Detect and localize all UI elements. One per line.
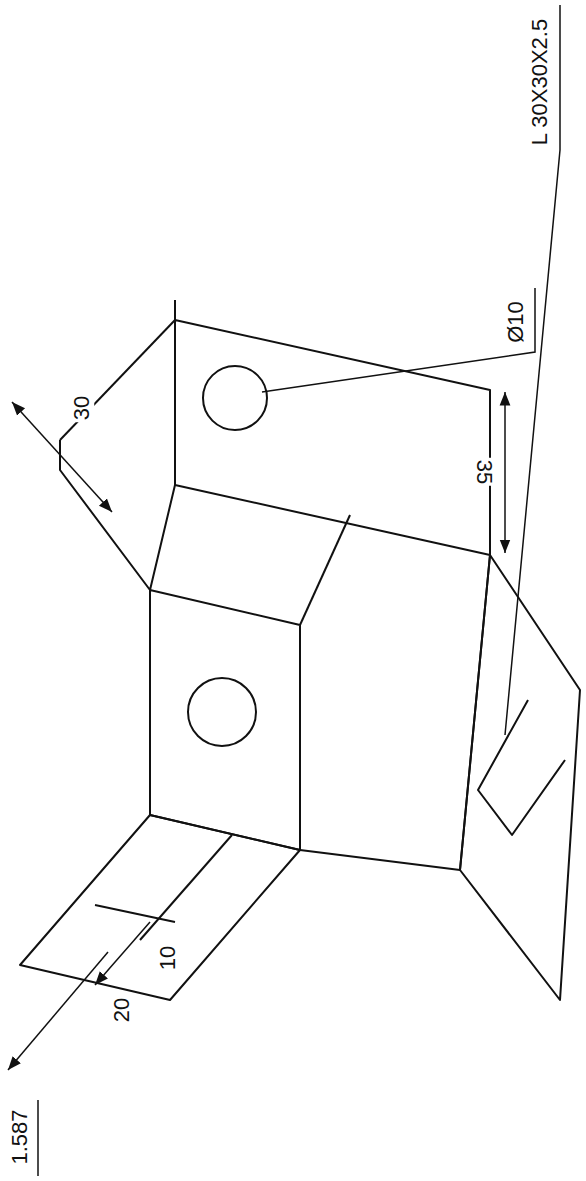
plate-outline (175, 320, 490, 555)
leader-line (262, 288, 535, 392)
plate-edge (300, 555, 490, 870)
dimension-line (8, 952, 108, 1070)
dimension-label: 30 (70, 394, 94, 422)
block-edge (60, 320, 175, 440)
dimension-line (95, 922, 150, 985)
slot-edge (140, 835, 232, 940)
scale-label: 1.587 (8, 1107, 32, 1166)
hole (188, 678, 256, 746)
block-edge (174, 300, 176, 320)
flange-outline (20, 815, 300, 1000)
plate-edge (300, 515, 350, 625)
u-slot (478, 700, 565, 835)
plate-outline (150, 590, 300, 850)
dimension-label: 10 (156, 944, 180, 972)
dimension-line (12, 402, 112, 512)
leader-line (505, 5, 560, 735)
dimension-label: 20 (110, 996, 134, 1024)
part-callout: L 30X30X2.5 (528, 17, 552, 147)
slot-edge (95, 905, 175, 922)
dimension-label: 35 (472, 458, 496, 486)
diameter-label: Ø10 (504, 299, 528, 345)
angle-flange (460, 555, 580, 1000)
block-edge (60, 440, 175, 590)
hole (203, 366, 267, 430)
underline (37, 1100, 39, 1176)
dimension-line (504, 392, 506, 553)
